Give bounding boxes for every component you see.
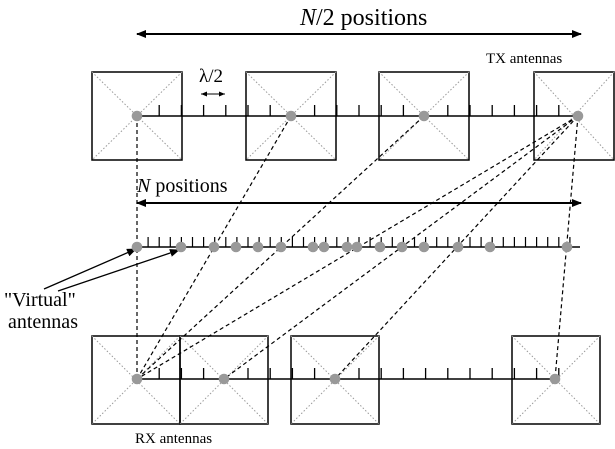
rx-antenna-row (91, 335, 601, 425)
rx-antenna-box (179, 335, 269, 425)
virtual-antenna-element (418, 241, 430, 253)
virtual-antenna-element (275, 241, 287, 253)
rx-antenna-element (329, 373, 341, 385)
rx-antenna-element (218, 373, 230, 385)
virtual-antenna-element (131, 241, 143, 253)
rx-antenna-element (549, 373, 561, 385)
virtual-antenna-element (341, 241, 353, 253)
virtual-antenna-element (208, 241, 220, 253)
rx-antenna-box (511, 335, 601, 425)
virtual-antenna-element (484, 241, 496, 253)
rx-antenna-box (290, 335, 380, 425)
virtual-antennas-label-line2: antennas (8, 311, 78, 333)
virtual-antenna-element (452, 241, 464, 253)
n-half-label: N/2 positions (299, 5, 427, 31)
tx-antenna-elements (131, 110, 584, 122)
tx-antenna-element (418, 110, 430, 122)
virtual-antenna-element (318, 241, 330, 253)
virtual-antenna-element (561, 241, 573, 253)
virtual-antenna-element (230, 241, 242, 253)
virtual-pointer-arrow (57, 249, 180, 292)
tx-antenna-box (245, 71, 337, 161)
tx-antenna-element (131, 110, 143, 122)
virtual-antenna-element (175, 241, 187, 253)
virtual-antenna-element (351, 241, 363, 253)
virtual-antenna-element (374, 241, 386, 253)
virtual-antenna-element (252, 241, 264, 253)
tx-antenna-element (572, 110, 584, 122)
n-label: N positions (136, 175, 228, 197)
virtual-antennas-label-line1: "Virtual" (4, 289, 76, 311)
tx-antenna-element (285, 110, 297, 122)
rx-position-ticks (158, 368, 560, 379)
lambda-label: λ/2 (199, 66, 223, 87)
tx-label: TX antennas (486, 51, 562, 67)
rx-label: RX antennas (135, 431, 212, 447)
tx-position-ticks (158, 105, 560, 116)
rx-antenna-element (131, 373, 143, 385)
rx-antenna-elements (131, 373, 561, 385)
virtual-antenna-elements (131, 241, 573, 253)
virtual-antenna-element (307, 241, 319, 253)
virtual-pointer-arrow (43, 248, 137, 290)
virtual-antenna-element (396, 241, 408, 253)
tx-antenna-box (378, 71, 470, 161)
